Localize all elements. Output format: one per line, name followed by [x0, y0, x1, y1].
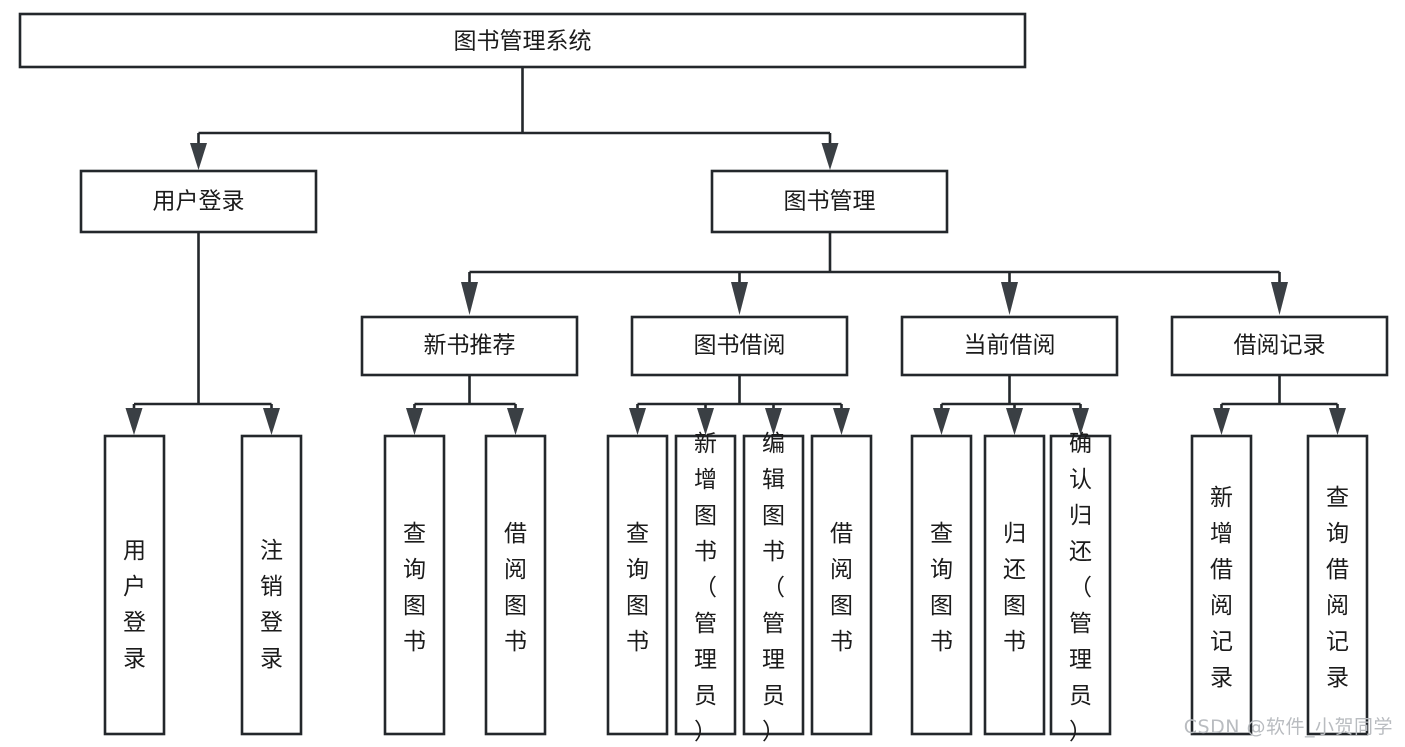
arrowhead-icon — [1072, 408, 1089, 435]
connector-root-bus — [197, 67, 832, 160]
leaf-borrow-book-2-box[interactable] — [810, 434, 873, 736]
node-borrow-record[interactable]: 借阅记录 — [1170, 315, 1389, 377]
arrowhead-icon — [1329, 408, 1346, 435]
leaf-add-borrow-record-label: 新增借阅记录 — [1210, 485, 1233, 691]
leaf-return-book-box[interactable] — [983, 434, 1046, 736]
leaf-user-login-label: 用户登录 — [123, 538, 146, 672]
leaf-query-book-1-box[interactable] — [383, 434, 446, 736]
node-borrow-record-box[interactable] — [1170, 315, 1389, 377]
node-user-login-label: 用户登录 — [153, 189, 245, 215]
leaf-query-book-1-label: 查询图书 — [403, 521, 426, 655]
node-user-login-box[interactable] — [79, 169, 318, 234]
arrowhead-icon — [765, 408, 782, 435]
leaf-return-book-label: 归还图书 — [1003, 521, 1026, 655]
leaf-edit-book-admin-box[interactable] — [742, 434, 805, 736]
leaf-query-book-3-box[interactable] — [910, 434, 973, 736]
leaf-borrow-book-2-label: 借阅图书 — [830, 521, 853, 655]
leaf-add-book-admin-box[interactable] — [674, 434, 737, 736]
connector-book-borrow-bus — [636, 375, 843, 425]
node-root-label: 图书管理系统 — [454, 29, 592, 55]
arrowhead-icon — [697, 408, 714, 435]
arrowhead-icon — [833, 408, 850, 435]
node-new-book-recommend[interactable]: 新书推荐 — [360, 315, 579, 377]
leaf-borrow-book-1-box[interactable] — [484, 434, 547, 736]
arrowhead-icon — [821, 143, 839, 170]
node-new-book-recommend-label: 新书推荐 — [424, 333, 516, 359]
arrowhead-icon — [461, 282, 478, 315]
arrowhead-icon — [1213, 408, 1230, 435]
leaf-logout-login-box[interactable] — [240, 434, 303, 736]
arrowhead-icon — [933, 408, 950, 435]
leaf-confirm-return-admin-box[interactable] — [1049, 434, 1112, 736]
node-book-borrow-box[interactable] — [630, 315, 849, 377]
node-book-borrow-label: 图书借阅 — [694, 333, 786, 359]
arrowhead-icon — [1001, 282, 1018, 315]
connector-user-login-bus — [132, 232, 273, 425]
leaf-query-book-3-label: 查询图书 — [930, 521, 953, 655]
arrowheads — [125, 143, 1346, 435]
leaf-add-book-admin-label: 新增图书（管理员） — [694, 431, 717, 745]
arrowhead-icon — [731, 282, 748, 315]
node-book-management-label: 图书管理 — [784, 189, 876, 215]
leaf-query-borrow-record-label: 查询借阅记录 — [1326, 485, 1349, 691]
leaf-query-book-2-label: 查询图书 — [626, 521, 649, 655]
node-user-login[interactable]: 用户登录 — [79, 169, 318, 234]
arrowhead-icon — [125, 408, 143, 435]
connector-book-management-bus — [468, 232, 1281, 306]
csdn-watermark: CSDN @软件_小贺同学 — [1183, 716, 1393, 738]
leaf-logout-login-label: 注销登录 — [260, 538, 283, 672]
node-book-management[interactable]: 图书管理 — [710, 169, 949, 234]
connector-borrow-record-bus — [1220, 375, 1339, 425]
leaf-add-borrow-record-box[interactable] — [1190, 434, 1253, 736]
node-book-borrow[interactable]: 图书借阅 — [630, 315, 849, 377]
arrowhead-icon — [406, 408, 423, 435]
leaf-nodes — [103, 434, 1369, 736]
leaf-borrow-book-1-label: 借阅图书 — [504, 521, 527, 655]
connector-new-book-recommend-bus — [413, 375, 517, 425]
node-current-borrow[interactable]: 当前借阅 — [900, 315, 1119, 377]
leaf-labels: 用户登录 注销登录 查询图书 借阅图书 查询图书 新增图书（管理员） 编辑图书（管理员） 借阅… — [123, 431, 1349, 745]
node-borrow-record-label: 借阅记录 — [1234, 333, 1326, 359]
node-new-book-recommend-box[interactable] — [360, 315, 579, 377]
arrowhead-icon — [1271, 282, 1288, 315]
leaf-query-book-2-box[interactable] — [606, 434, 669, 736]
node-current-borrow-box[interactable] — [900, 315, 1119, 377]
node-root[interactable]: 图书管理系统 — [18, 12, 1027, 69]
arrowhead-icon — [190, 143, 207, 170]
arrowhead-icon — [507, 408, 524, 435]
arrowhead-icon — [629, 408, 646, 435]
node-current-borrow-label: 当前借阅 — [964, 333, 1056, 359]
arrowhead-icon — [1006, 408, 1023, 435]
leaf-confirm-return-admin-label: 确认归还（管理员） — [1069, 431, 1092, 745]
node-book-management-box[interactable] — [710, 169, 949, 234]
arrowhead-icon — [263, 408, 280, 435]
leaf-query-borrow-record-box[interactable] — [1306, 434, 1369, 736]
leaf-user-login-box[interactable] — [103, 434, 166, 736]
node-root-box[interactable] — [18, 12, 1027, 69]
leaf-edit-book-admin-label: 编辑图书（管理员） — [762, 431, 785, 745]
